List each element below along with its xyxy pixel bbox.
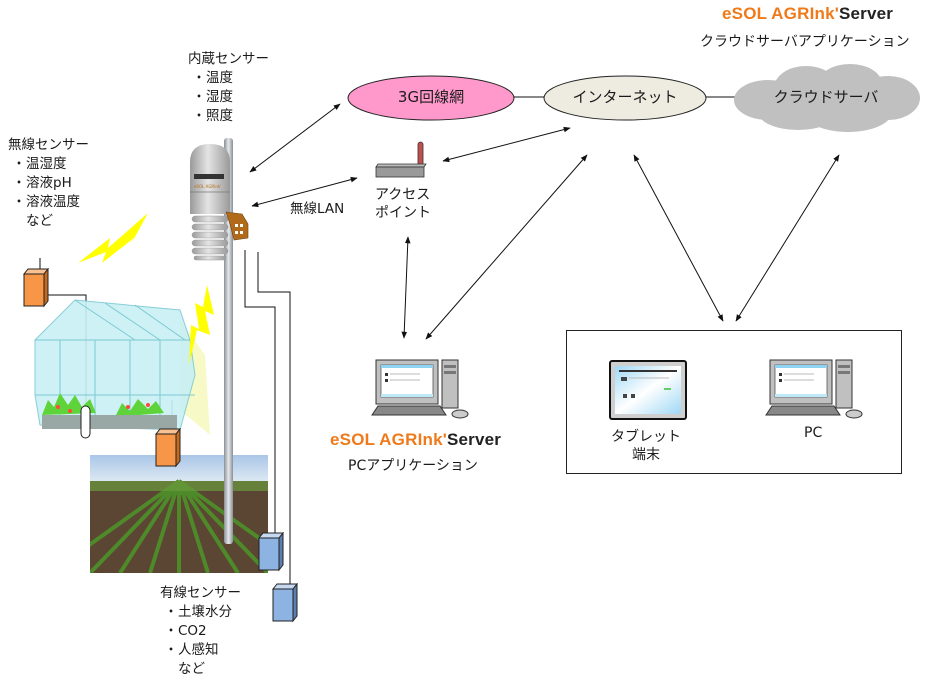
farm-field-image [90,455,268,573]
pc-label: PC [804,425,823,441]
wired-sensor-block: 有線センサー ・土壌水分 ・CO2 ・人感知 など [160,584,241,679]
pc-icon [765,359,863,419]
arrow-sensor-3g [249,103,341,173]
cloud-app-logo: eSOL AGRInk'Server [722,4,893,24]
lightning-icon [78,213,148,263]
wired-cable-1 [244,250,276,540]
wired-sensor-item: ・CO2 [164,623,207,639]
builtin-sensor-item: ・湿度 [192,89,233,105]
arrow-internet-devices [633,154,724,322]
wired-sensor-item: ・土壌水分 [164,604,232,620]
wireless-sensor-item: ・溶液温度 [12,194,80,210]
logo-brand-text: eSOL AGRInk' [722,4,839,23]
wired-sensor-item: ・人感知 [164,642,219,658]
arrow-ap-internet [442,126,571,163]
client-devices-group [566,330,902,474]
wireless-sensor-box [23,268,49,308]
network-3g-label: 3G回線網 [397,88,465,106]
wireless-lan-label: 無線LAN [290,201,345,217]
pc-app-caption: PCアプリケーション [348,458,478,474]
desktop-pc-icon [371,359,469,419]
tablet-label-1: タブレット [611,429,681,445]
internet-label: インターネット [572,88,678,106]
pc-app-logo: eSOL AGRInk'Server [330,430,501,450]
logo-server-text: Server [838,4,894,23]
greenhouse-image [34,299,210,439]
wireless-sensor-box [155,428,181,468]
tablet-icon [609,360,687,420]
wired-sensor-title: 有線センサー [160,585,241,601]
lightning-icon [189,285,214,365]
builtin-sensor-item: ・温度 [192,70,233,86]
wired-sensor-box [272,583,298,623]
arrow-cloud-devices [735,154,840,322]
cloud-server-icon [734,64,920,132]
access-point-label-1: アクセス [375,187,431,203]
network-3g-node [347,75,515,121]
logo-brand-text: eSOL AGRInk' [330,430,447,449]
wireless-sensor-etc: など [26,213,53,229]
tablet-label-2: 端末 [632,447,660,463]
wired-sensor-etc: など [178,661,205,677]
wireless-sensor-item: ・溶液pH [12,175,72,191]
access-point-label-2: ポイント [375,205,431,221]
arrow-ap-pc [401,236,411,339]
cloud-app-caption: クラウドサーバアプリケーション [700,34,910,50]
cloud-server-label: クラウドサーバ [773,88,879,106]
weather-station-device: eSOL AGRInk' [190,138,249,544]
wireless-sensor-title: 無線センサー [8,137,89,153]
logo-server-text: Server [446,430,502,449]
wired-cable-2 [257,252,291,590]
svg-text:eSOL AGRInk': eSOL AGRInk' [194,184,221,189]
wireless-sensor-block: 無線センサー ・温湿度 ・溶液pH ・溶液温度 など [8,136,89,231]
wireless-sensor-item: ・温湿度 [12,156,67,172]
access-point-icon [375,141,427,178]
wired-sensor-box [258,532,284,572]
arrow-sensor-ap [251,176,358,208]
builtin-sensor-block: 内蔵センサー ・温度 ・湿度 ・照度 [188,50,269,126]
internet-node [543,75,707,121]
builtin-sensor-item: ・照度 [192,108,233,124]
builtin-sensor-title: 内蔵センサー [188,51,269,67]
arrow-pc-internet [425,154,588,340]
